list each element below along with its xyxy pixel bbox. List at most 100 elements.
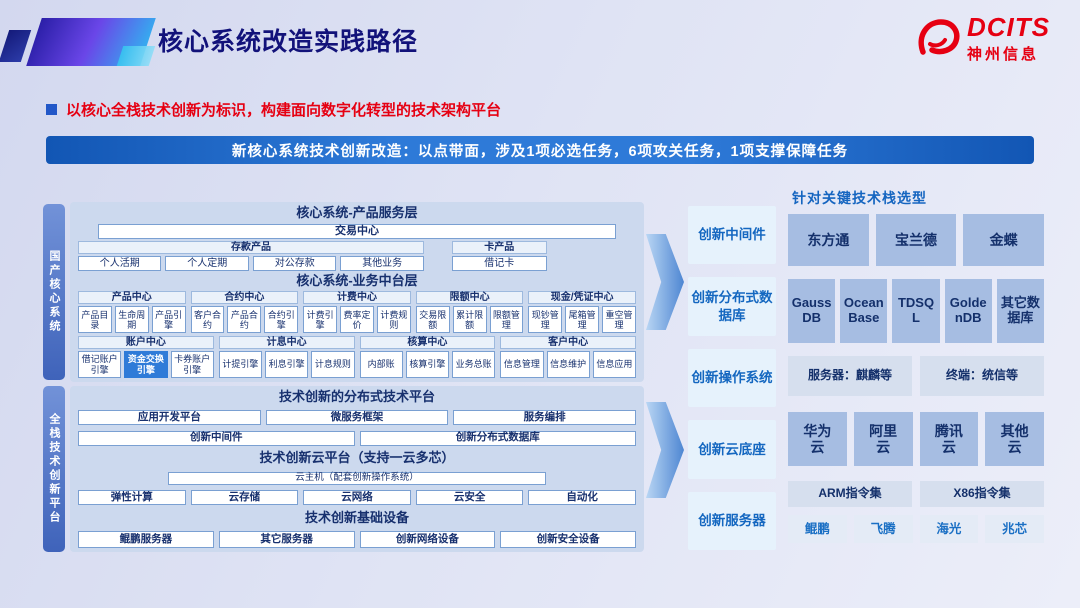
database-vendor: OceanBase [840,279,888,343]
tech-stack-title: 针对关键技术栈选型 [792,190,927,206]
middleware-vendor: 金蝶 [963,214,1045,266]
innovation-targets-column: 创新中间件 创新分布式数据库 创新操作系统 创新云底座 创新服务器 [688,206,776,551]
innovation-platform-panel: 技术创新的分布式技术平台 应用开发平台 微服务框架 服务编排 创新中间件 创新分… [70,386,644,552]
center-label: 限额中心 [415,291,524,305]
chip-vendor: 兆芯 [985,515,1044,543]
chip-vendor: 飞腾 [853,515,913,543]
innovation-target: 创新服务器 [688,491,776,551]
side-label-core-system: 国产核心系统 [43,204,65,380]
platform-item: 微服务框架 [265,410,449,426]
center-cell: 产品引擎 [151,306,186,334]
cloud-host-box: 云主机（配套创新操作系统） [168,471,546,485]
center-cell-highlight: 资金交换引擎 [124,351,168,378]
center-cell: 交易限额 [415,306,450,334]
center-cell: 业务总账 [452,351,496,378]
cloud-item: 云存储 [190,490,299,506]
intro-statement: 以核心全栈技术创新为标识，构建面向数字化转型的技术架构平台 [46,99,501,120]
tech-stack-instruction-set-row: ARM指令集 X86指令集 [788,481,1044,507]
center-label: 账户中心 [78,336,214,349]
account-center-group: 账户中心 借记账户引擎 资金交换引擎 卡券账户引擎 [78,336,214,378]
center-cell: 信息应用 [592,351,636,378]
center-cell: 信息管理 [500,351,544,378]
infra-items-row: 鲲鹏服务器 其它服务器 创新网络设备 创新安全设备 [78,530,636,548]
infra-title: 技术创新基础设备 [304,509,409,525]
center-cell: 费率定价 [340,306,374,334]
product-layer-title: 核心系统-产品服务层 [296,205,418,220]
platform-item: 创新中间件 [78,430,355,446]
instruction-set: X86指令集 [920,481,1044,507]
customer-center-group: 客户中心 信息管理 信息维护 信息应用 [500,336,636,378]
product-groups: 存款产品 个人活期 个人定期 对公存款 其他业务 卡产品 借记卡 [78,241,636,272]
instruction-set: ARM指令集 [788,481,912,507]
billing-center-group: 计费中心 计费引擎 费率定价 计费规则 [303,291,411,334]
middle-layer-row2: 账户中心 借记账户引擎 资金交换引擎 卡券账户引擎 计息中心 计提引擎 利息引擎… [78,336,636,378]
deposit-group-label: 存款产品 [78,241,424,255]
center-cell: 限额管理 [489,306,524,334]
deposit-products-group: 存款产品 个人活期 个人定期 对公存款 其他业务 [78,241,424,272]
center-cell: 卡券账户引擎 [170,351,214,378]
logo-swoosh-icon [918,19,960,55]
center-cell: 内部账 [359,351,403,378]
tech-stack-chip-row: 鲲鹏 飞腾 海光 兆芯 [788,515,1044,543]
logo-name: DCITS [967,12,1050,42]
accounting-center-group: 核算中心 内部账 核算引擎 业务总账 [359,336,496,378]
page-title: 核心系统改造实践路径 [158,28,419,56]
center-cell: 重空管理 [602,306,636,334]
center-cell: 利息引擎 [265,351,309,378]
center-label: 合约中心 [190,291,299,305]
innovation-target: 创新云底座 [688,420,776,479]
deposit-item: 对公存款 [252,256,337,272]
bullet-square-icon [46,104,57,115]
deco-shape-dark [0,30,32,62]
limit-center-group: 限额中心 交易限额 累计限额 限额管理 [415,291,524,334]
platform-item: 应用开发平台 [78,410,261,426]
cloud-platform-title: 技术创新云平台（支持一云多芯） [259,450,455,466]
cash-voucher-center-group: 现金/凭证中心 现钞管理 尾箱管理 重空管理 [528,291,636,334]
center-cell: 信息维护 [546,351,590,378]
task-banner: 新核心系统技术创新改造：以点带面，涉及1项必选任务，6项攻关任务，1项支撑保障任… [46,136,1034,164]
right-arrow-icon [646,402,684,498]
tech-stack-os-row: 服务器：麒麟等 终端：统信等 [788,356,1044,396]
cloud-vendor: 阿里云 [853,412,913,466]
center-cell: 合约引擎 [264,306,299,334]
center-label: 计费中心 [303,291,411,305]
deco-shape-cyan [116,46,156,66]
distributed-row2: 创新中间件 创新分布式数据库 [78,430,636,446]
contract-center-group: 合约中心 客户合约 产品合约 合约引擎 [190,291,299,334]
core-system-panel: 核心系统-产品服务层 交易中心 存款产品 个人活期 个人定期 对公存款 其他业务… [70,202,644,382]
infra-item: 其它服务器 [218,530,355,548]
infra-item: 鲲鹏服务器 [78,530,214,548]
cloud-item: 自动化 [528,490,636,506]
right-arrow-icon [646,234,684,330]
tech-stack-middleware-row: 东方通 宝兰德 金蝶 [788,214,1045,266]
interest-center-group: 计息中心 计提引擎 利息引擎 计息规则 [218,336,355,378]
tech-stack-cloud-row: 华为云 阿里云 腾讯云 其他云 [788,412,1044,466]
product-center-group: 产品中心 产品目录 生命周期 产品引擎 [78,291,186,334]
infra-item: 创新安全设备 [500,530,636,548]
deposit-item: 个人活期 [78,256,162,272]
os-option: 服务器：麒麟等 [788,356,912,396]
middleware-vendor: 东方通 [788,214,869,266]
deposit-item: 其他业务 [340,256,424,272]
center-cell: 现钞管理 [528,306,563,334]
middle-layer-row1: 产品中心 产品目录 生命周期 产品引擎 合约中心 客户合约 产品合约 合约引擎 … [78,291,636,334]
logo-subtitle: 神州信息 [967,46,1040,63]
database-vendor: GoldenDB [944,279,992,343]
database-vendor: TDSQL [892,279,940,343]
tech-stack-database-row: GaussDB OceanBase TDSQL GoldenDB 其它数据库 [788,279,1045,343]
cloud-item: 云安全 [415,490,524,506]
cloud-item: 弹性计算 [78,490,186,506]
center-cell: 借记账户引擎 [78,351,122,378]
card-products-group: 卡产品 借记卡 [451,241,547,272]
platform-item: 服务编排 [453,410,637,426]
cloud-vendor: 腾讯云 [919,412,979,466]
cloud-vendor: 华为云 [788,412,847,466]
center-cell: 核算引擎 [405,351,449,378]
deposit-item: 个人定期 [165,256,249,272]
database-vendor: GaussDB [788,279,836,343]
cloud-vendor: 其他云 [985,412,1044,466]
os-option: 终端：统信等 [920,356,1044,396]
dcits-logo: DCITS 神州信息 [915,14,1050,64]
center-cell: 计息规则 [311,351,355,378]
innovation-target: 创新中间件 [688,206,776,265]
